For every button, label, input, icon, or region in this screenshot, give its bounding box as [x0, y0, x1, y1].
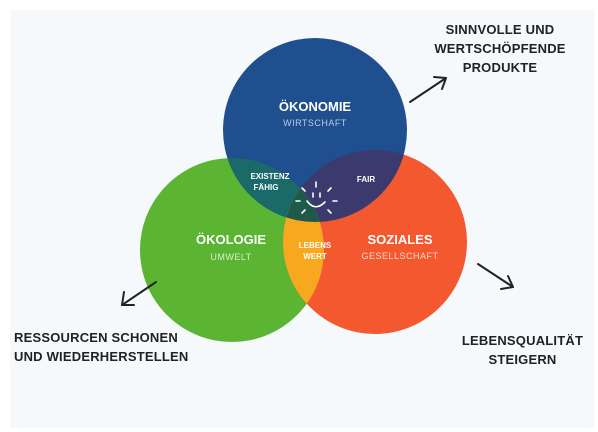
arrow-down-right-icon — [477, 263, 514, 290]
subtitle-soziales: GESELLSCHAFT — [361, 251, 438, 261]
subtitle-oekologie: UMWELT — [210, 252, 251, 262]
title-oekologie: ÖKOLOGIE — [196, 232, 266, 247]
smiling-sun-icon — [295, 181, 338, 214]
arrow-down-left-icon — [121, 281, 157, 306]
label-existenzfaehig-2: FÄHIG — [254, 183, 279, 192]
outcome-bottom-left-line2: UND WIEDERHERSTELLEN — [14, 349, 189, 364]
title-soziales: SOZIALES — [367, 232, 432, 247]
outcome-top-right-line2: WERTSCHÖPFENDE — [434, 41, 566, 56]
overlap-existenzfaehig — [223, 158, 324, 222]
arrow-up-right-icon — [409, 76, 447, 103]
outcome-top-right-line3: PRODUKTE — [462, 60, 538, 75]
subtitle-oekonomie: WIRTSCHAFT — [283, 118, 347, 128]
label-fair: FAIR — [357, 175, 375, 184]
outcome-bottom-right: LEBENSQUALITÄT STEIGERN — [455, 331, 590, 369]
outcome-bottom-left: RESSOURCEN SCHONEN UND WIEDERHERSTELLEN — [14, 328, 214, 366]
label-lebenswert-2: WERT — [303, 252, 327, 261]
outcome-bottom-right-line2: STEIGERN — [488, 352, 557, 367]
title-oekonomie: ÖKONOMIE — [279, 99, 352, 114]
label-lebenswert-1: LEBENS — [299, 241, 332, 250]
label-existenzfaehig-1: EXISTENZ — [250, 172, 289, 181]
overlap-fair — [283, 150, 407, 222]
outcome-bottom-left-line1: RESSOURCEN SCHONEN — [14, 330, 178, 345]
outcome-bottom-right-line1: LEBENSQUALITÄT — [461, 333, 584, 348]
outcome-top-right-line1: SINNVOLLE UND — [445, 22, 555, 37]
outcome-top-right: SINNVOLLE UND WERTSCHÖPFENDE PRODUKTE — [425, 20, 575, 77]
